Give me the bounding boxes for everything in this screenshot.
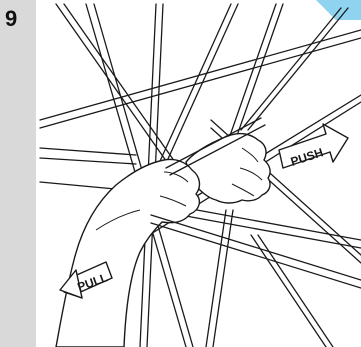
foreground-spoke (151, 215, 361, 280)
step-number-column: 9 (0, 0, 36, 347)
wheel-spoke-illustration: PUSH PULL (36, 0, 361, 347)
spoke-line (56, 4, 176, 175)
corner-accent-tab (316, 0, 361, 20)
spoke-tension-drawing: PUSH PULL (36, 0, 361, 347)
spoke-line (40, 148, 136, 155)
spoke-line (251, 235, 326, 347)
spoke-line (186, 208, 361, 240)
spoke-line (64, 4, 182, 172)
step-number: 9 (5, 8, 17, 30)
push-arrow: PUSH (279, 124, 348, 169)
spoke-line (40, 158, 136, 164)
spoke-line (40, 30, 361, 120)
foreground-spoke (151, 223, 361, 288)
spoke-line (241, 8, 341, 130)
